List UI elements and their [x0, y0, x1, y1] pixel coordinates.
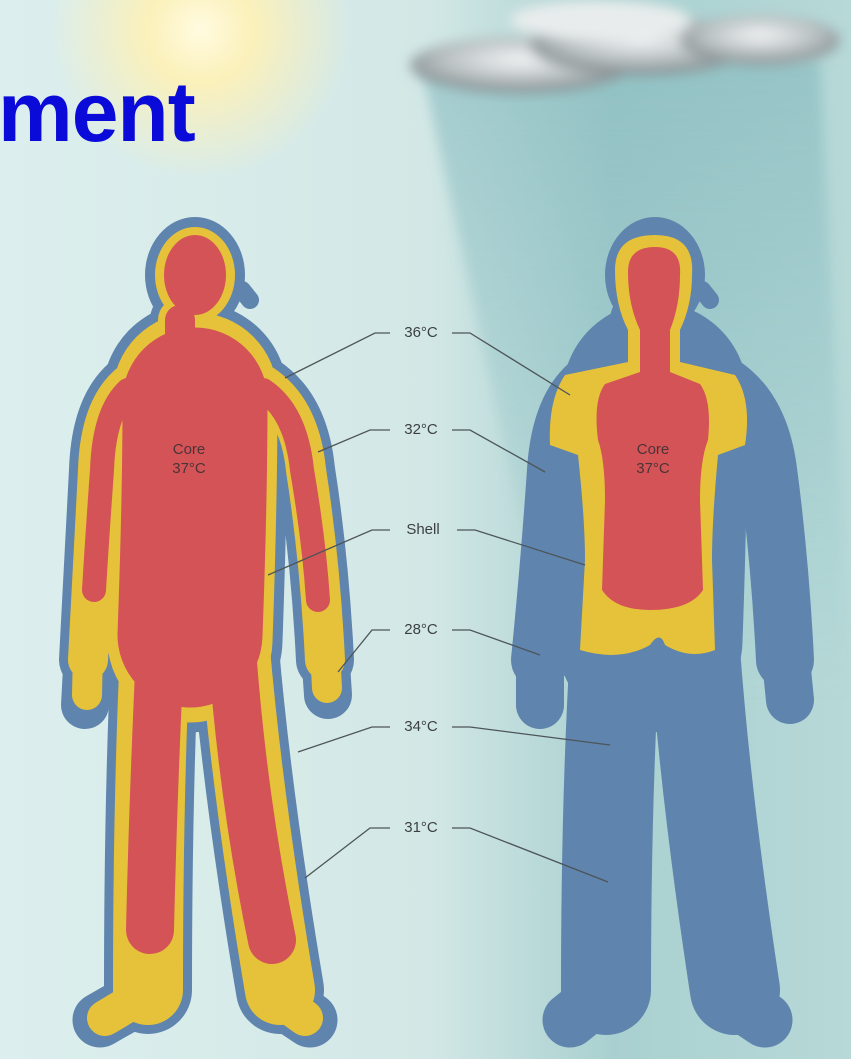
core-temp-left: 37°C	[172, 459, 206, 478]
label-31c: 31°C	[404, 819, 438, 836]
core-label-left: Core 37°C	[172, 440, 206, 478]
label-34c: 34°C	[404, 718, 438, 735]
core-temp-right: 37°C	[636, 459, 670, 478]
core-label-right: Core 37°C	[636, 440, 670, 478]
label-28c: 28°C	[404, 621, 438, 638]
label-36c: 36°C	[404, 324, 438, 341]
label-shell: Shell	[406, 521, 439, 538]
label-32c: 32°C	[404, 421, 438, 438]
core-word-left: Core	[172, 440, 206, 459]
core-word-right: Core	[636, 440, 670, 459]
page-title: ment	[0, 70, 195, 154]
